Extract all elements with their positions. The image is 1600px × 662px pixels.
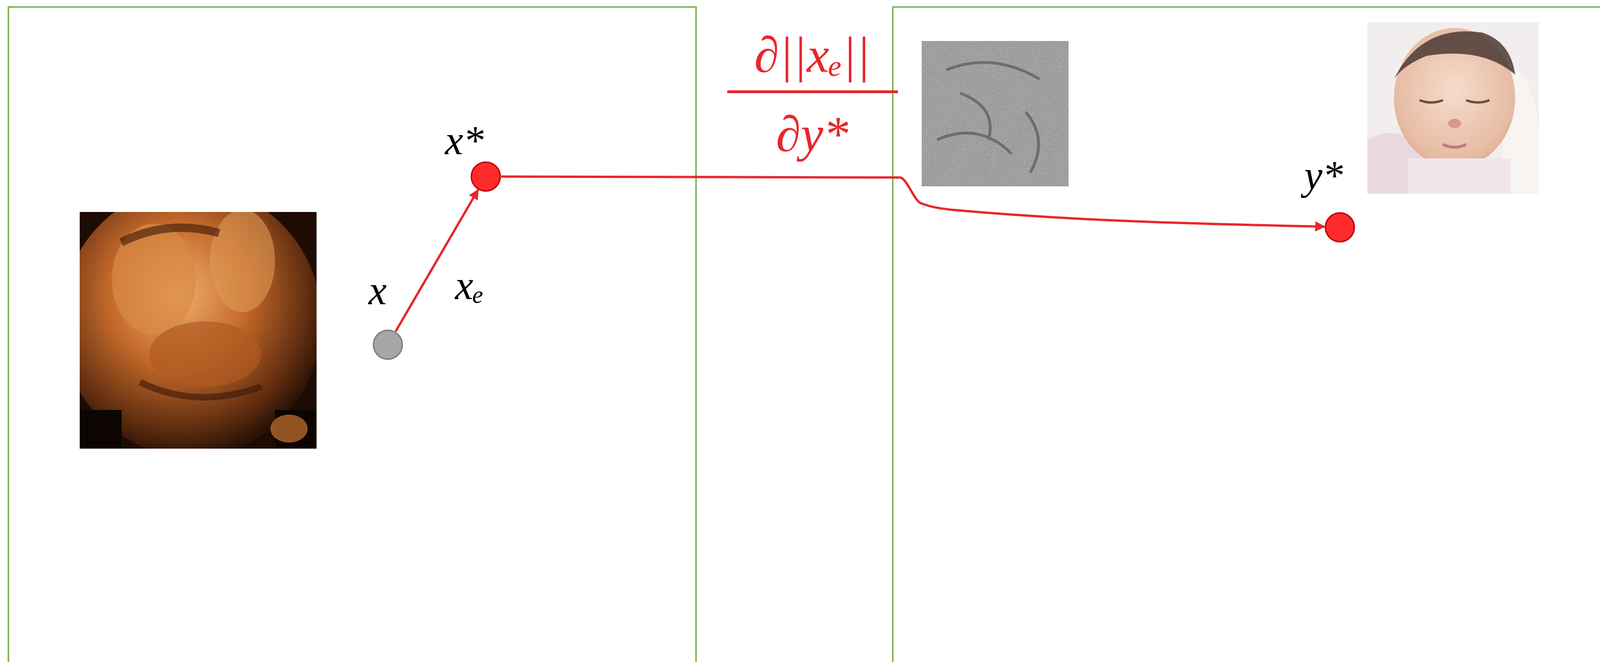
point-label: x* [444, 120, 484, 162]
output-point: y* [1324, 212, 1356, 243]
gradient-denominator: ∂y* [775, 109, 849, 160]
gradient-image [921, 41, 1069, 187]
point-circle [372, 329, 404, 361]
edge-label: xₑ [455, 265, 484, 307]
fraction-bar [727, 90, 898, 94]
panel [8, 6, 697, 662]
point-label: y* [1303, 155, 1343, 197]
panel [892, 6, 1600, 662]
perturbed-point: x* [470, 161, 502, 193]
gradient-numerator: ∂||xₑ|| [754, 29, 870, 81]
input-point: x [372, 329, 404, 361]
point-label: x [368, 270, 387, 312]
arrow-connector [395, 190, 479, 332]
arrow-connector [501, 176, 1325, 227]
ultrasound-image [79, 212, 317, 449]
baby-photo [1367, 22, 1539, 194]
point-circle [470, 161, 502, 193]
point-circle [1324, 212, 1356, 243]
